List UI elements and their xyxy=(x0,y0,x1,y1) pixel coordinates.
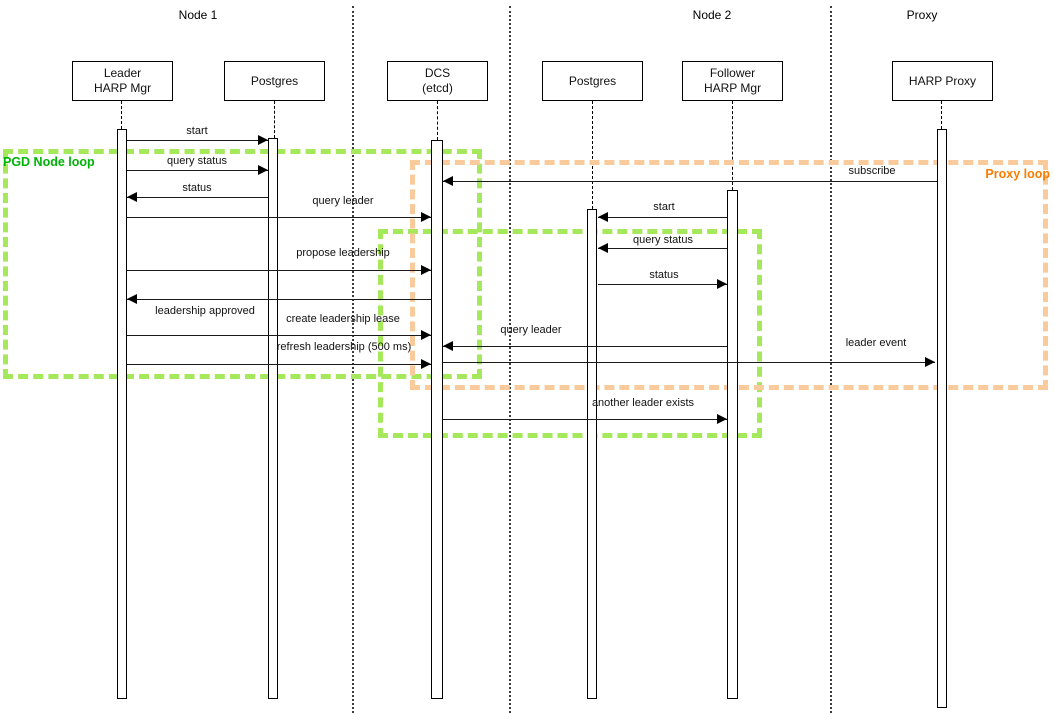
arrowhead-right-icon xyxy=(421,330,431,340)
lifeline-follower-harp-mgr xyxy=(732,101,733,190)
message-label: subscribe xyxy=(848,165,896,177)
message-line xyxy=(127,170,268,171)
activation-bar-dcs-etcd xyxy=(431,140,443,699)
participant-box-postgres-node2: Postgres xyxy=(542,61,643,101)
message-label: start xyxy=(186,125,208,137)
arrowhead-right-icon xyxy=(258,135,268,145)
message-line xyxy=(127,364,431,365)
message-line xyxy=(598,284,727,285)
section-label-node2: Node 2 xyxy=(692,8,732,22)
pgd-node-loop-label: PGD Node loop xyxy=(3,155,95,169)
participant-box-leader-harp-mgr: Leader HARP Mgr xyxy=(72,61,173,101)
message-label: refresh leadership (500 ms) xyxy=(276,341,412,353)
message-line xyxy=(598,248,727,249)
proxy-loop-label: Proxy loop xyxy=(985,167,1050,181)
arrowhead-left-icon xyxy=(443,341,453,351)
section-label-proxy: Proxy xyxy=(906,8,938,22)
activation-bar-leader-harp-mgr xyxy=(117,129,127,699)
activation-bar-follower-harp-mgr xyxy=(727,190,738,699)
arrowhead-right-icon xyxy=(258,165,268,175)
message-label: leader event xyxy=(845,337,907,349)
message-label: leadership approved xyxy=(155,305,255,317)
message-line xyxy=(127,217,431,218)
arrowhead-left-icon xyxy=(598,212,608,222)
message-label: query leader xyxy=(500,324,562,336)
message-label: start xyxy=(653,201,675,213)
section-separator-node2-proxy xyxy=(830,6,832,713)
message-label: create leadership lease xyxy=(286,313,400,325)
message-line xyxy=(127,197,268,198)
message-line xyxy=(598,217,727,218)
arrowhead-right-icon xyxy=(421,265,431,275)
arrowhead-right-icon xyxy=(717,279,727,289)
lifeline-dcs-etcd xyxy=(437,101,438,140)
lifeline-leader-harp-mgr xyxy=(121,101,122,129)
participant-box-follower-harp-mgr: Follower HARP Mgr xyxy=(682,61,783,101)
message-line xyxy=(127,299,431,300)
arrowhead-right-icon xyxy=(421,359,431,369)
participant-box-postgres-node1: Postgres xyxy=(224,61,325,101)
message-label: status xyxy=(649,269,679,281)
arrowhead-right-icon xyxy=(717,414,727,424)
participant-box-harp-proxy: HARP Proxy xyxy=(892,61,993,101)
activation-bar-postgres-node1 xyxy=(268,138,278,699)
arrowhead-left-icon xyxy=(127,294,137,304)
message-line xyxy=(127,140,268,141)
arrowhead-right-icon xyxy=(421,212,431,222)
message-label: status xyxy=(182,182,212,194)
lifeline-harp-proxy xyxy=(941,101,942,129)
message-label: query leader xyxy=(312,195,374,207)
message-label: query status xyxy=(633,234,693,246)
arrowhead-left-icon xyxy=(598,243,608,253)
activation-bar-harp-proxy xyxy=(937,129,947,708)
participant-box-dcs-etcd: DCS (etcd) xyxy=(387,61,488,101)
message-label: propose leadership xyxy=(296,247,390,259)
message-line xyxy=(443,362,935,363)
arrowhead-left-icon xyxy=(127,192,137,202)
arrowhead-right-icon xyxy=(925,357,935,367)
message-line xyxy=(443,419,727,420)
section-label-node1: Node 1 xyxy=(178,8,218,22)
lifeline-postgres-node1 xyxy=(274,101,275,138)
message-line xyxy=(127,270,431,271)
section-separator-node2a-node2b xyxy=(509,6,511,713)
arrowhead-left-icon xyxy=(443,176,453,186)
message-label: query status xyxy=(167,155,227,167)
message-line xyxy=(443,346,727,347)
lifeline-postgres-node2 xyxy=(592,101,593,209)
section-separator-node1-node2a xyxy=(352,6,354,713)
message-label: another leader exists xyxy=(591,397,695,409)
message-line xyxy=(443,181,937,182)
activation-bar-postgres-node2 xyxy=(587,209,597,699)
message-line xyxy=(127,335,431,336)
